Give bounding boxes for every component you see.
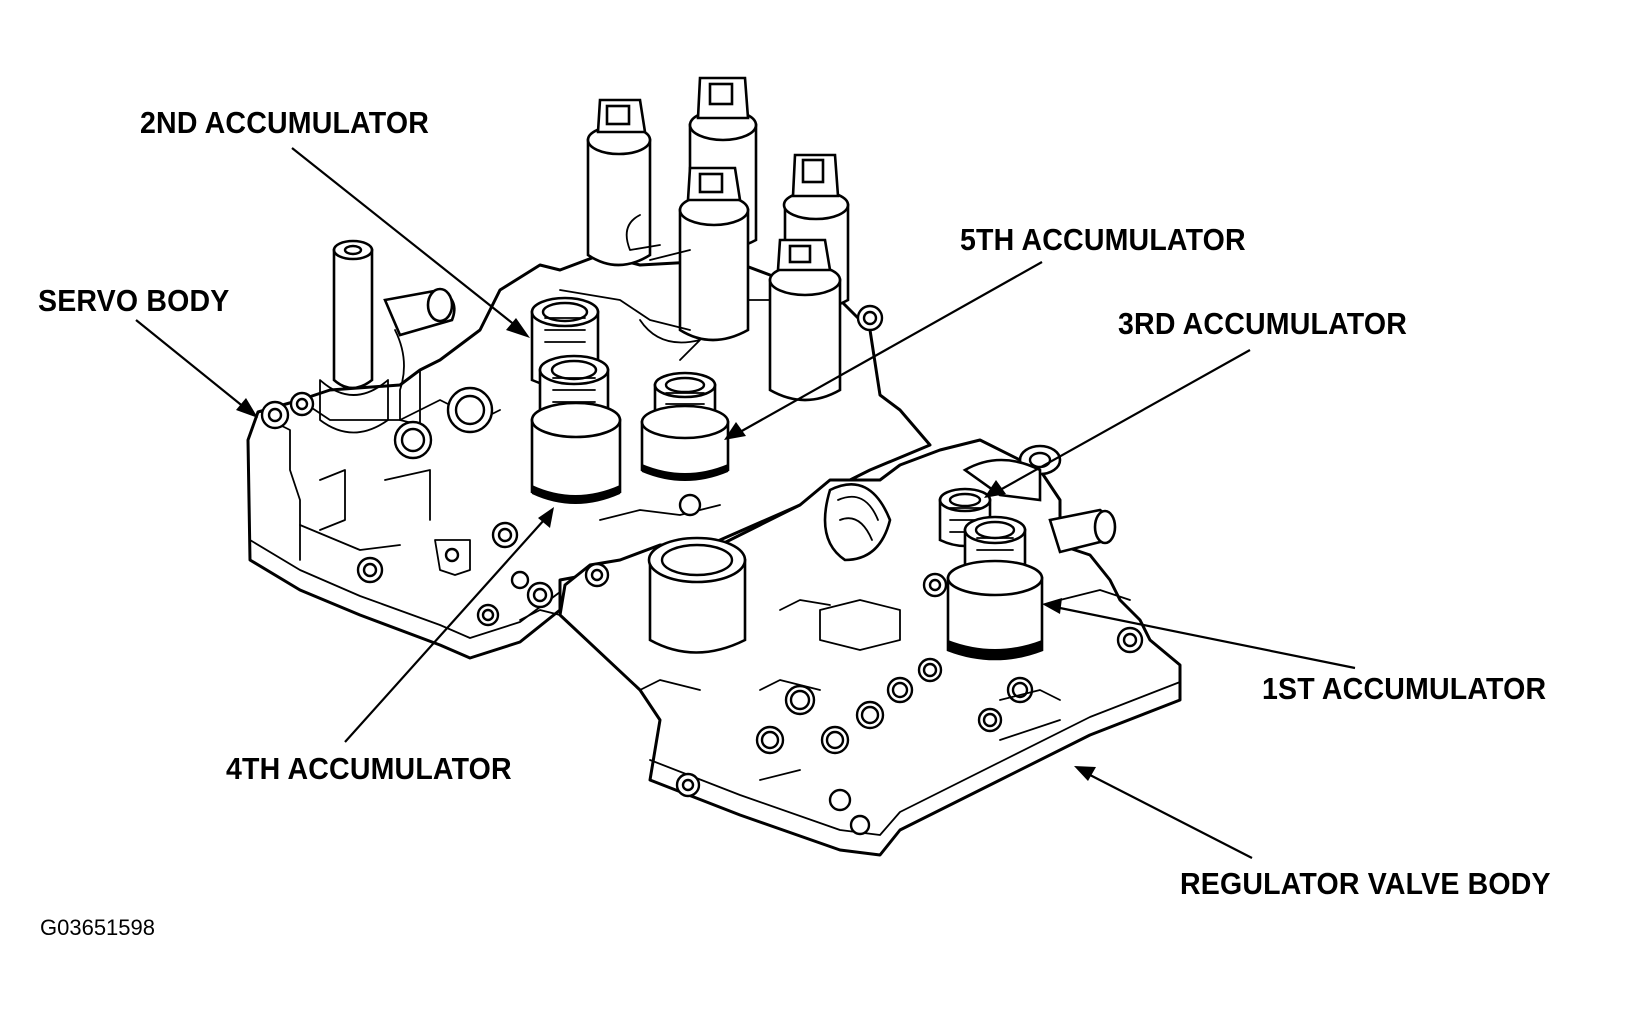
label-3rd-accumulator: 3RD ACCUMULATOR <box>1118 306 1408 341</box>
label-1st-accumulator: 1ST ACCUMULATOR <box>1262 671 1547 706</box>
shift-solenoid-cluster <box>559 76 850 402</box>
accumulator-5th-illustration <box>640 371 730 481</box>
label-5th-accumulator: 5TH ACCUMULATOR <box>960 222 1246 257</box>
label-servo-body: SERVO BODY <box>38 283 230 318</box>
label-4th-accumulator: 4TH ACCUMULATOR <box>226 751 512 786</box>
label-2nd-accumulator: 2ND ACCUMULATOR <box>140 105 430 140</box>
accumulator-4th-illustration <box>530 354 622 504</box>
accumulator-1st-illustration <box>946 515 1044 661</box>
leader-arrows <box>135 147 1356 859</box>
figure-id: G03651598 <box>40 915 155 940</box>
label-regulator-valve-body: REGULATOR VALVE BODY <box>1180 866 1551 901</box>
